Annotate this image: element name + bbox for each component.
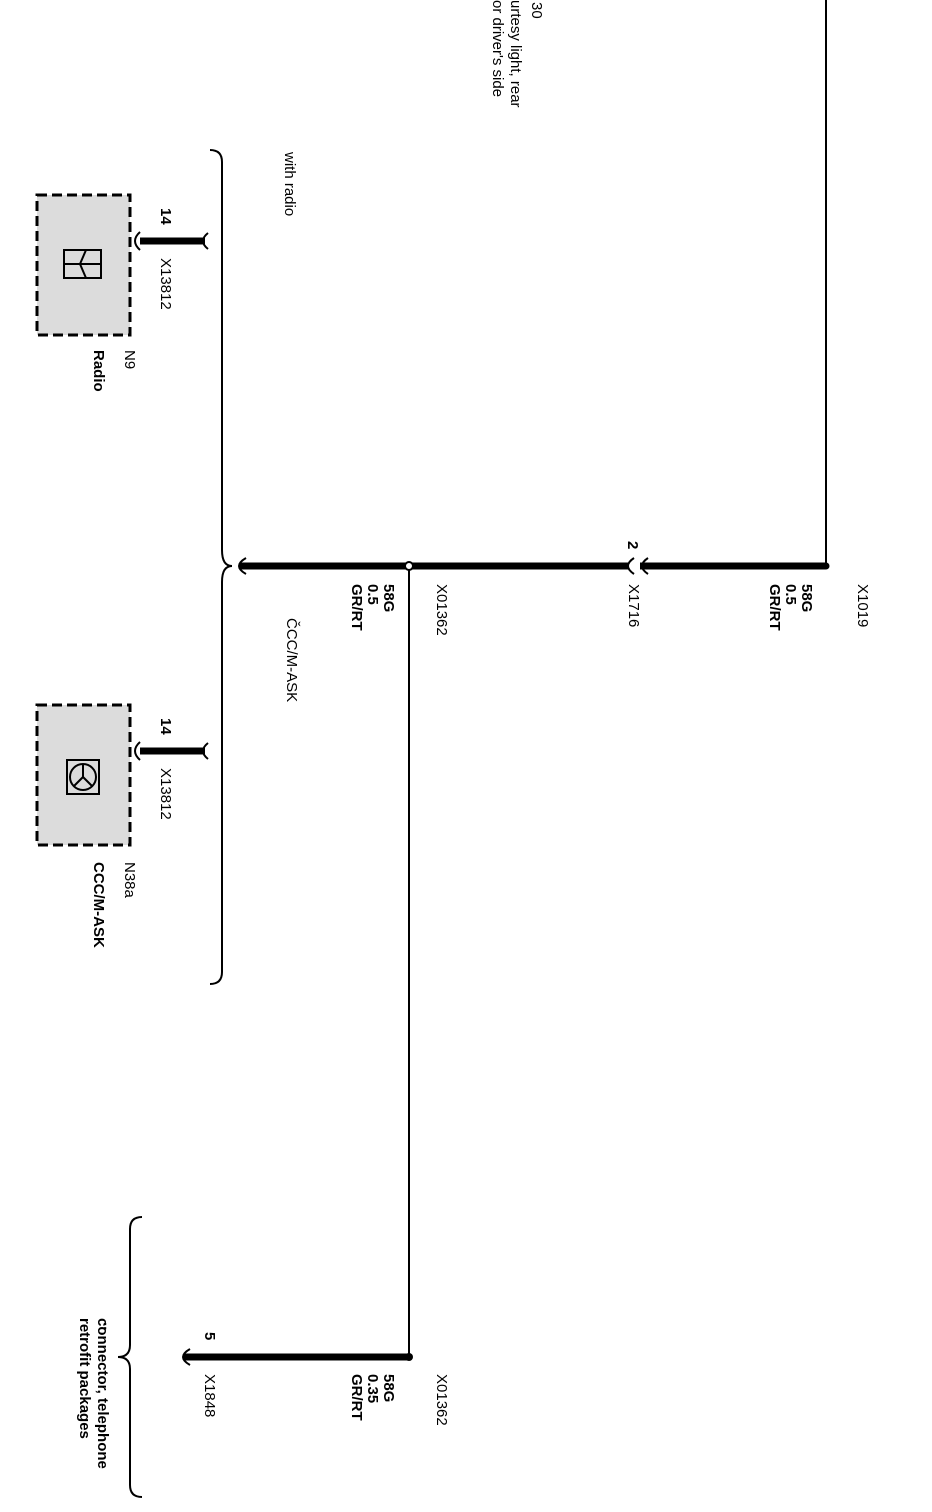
connector-x1716-symbol-2 [627, 557, 635, 575]
connector-radio-pin-symbol [134, 231, 141, 251]
radio-icon [63, 249, 102, 279]
wire-upper-right-size: 0.5 [782, 584, 799, 605]
telephone-bracket [117, 1216, 143, 1498]
connector-x01362-lower-label: X01362 [433, 1374, 450, 1426]
telephone-note-line2: retrofit packages [76, 1318, 93, 1439]
connector-x1716-symbol [641, 557, 649, 575]
connector-cccm-pin-symbol [134, 741, 141, 761]
wire-lower-color: GR/RT [348, 1374, 365, 1421]
wire-upper-mid-color: GR/RT [348, 584, 365, 631]
radio-component-name: Radio [90, 350, 107, 392]
cccm-component-name: CCC/M-ASK [90, 862, 107, 948]
cccm-component-id: N38a [121, 862, 138, 899]
cccm-option-label: ČCC/M-ASK [283, 618, 300, 702]
connector-x1848-label: X1848 [201, 1374, 218, 1417]
top-note-line1: urtesy light, rear [507, 0, 524, 108]
wire-upper-right-color: GR/RT [766, 584, 783, 631]
telephone-note-line1: connector, telephone [94, 1318, 111, 1469]
connector-x13812-cccm-label: X13812 [157, 768, 174, 820]
wire-upper-mid-size: 0.5 [364, 584, 381, 605]
splice-x01362-upper [404, 561, 414, 571]
top-note-line2: or driver's side [489, 0, 506, 97]
connector-x1848-pin: 5 [201, 1332, 218, 1340]
wire-lower-code: 58G [380, 1374, 397, 1402]
connector-x13812-cccm-pin: 14 [157, 718, 174, 735]
connector-bracket-symbol [238, 557, 247, 575]
connector-x1019-label: X1019 [854, 584, 871, 627]
top-note-pin: 30 [528, 2, 545, 19]
wire-upper-right-code: 58G [798, 584, 815, 612]
connector-x13812-radio-label: X13812 [157, 258, 174, 310]
wire-lower-size: 0.35 [364, 1374, 381, 1403]
connector-x1716-pin: 2 [624, 541, 641, 549]
cccm-icon [66, 759, 100, 795]
telephone-note-symbol: .. [100, 1322, 117, 1330]
option-bracket [209, 149, 233, 985]
connector-x01362-upper-label: X01362 [433, 584, 450, 636]
radio-component-id: N9 [121, 350, 138, 369]
connector-cccm-symbol [202, 742, 209, 760]
wire-upper-mid-code: 58G [380, 584, 397, 612]
with-radio-label: with radio [281, 151, 298, 216]
connector-x13812-radio-pin: 14 [157, 208, 174, 225]
connector-radio-symbol [202, 232, 209, 250]
connector-x1848-symbol [182, 1348, 191, 1366]
connector-x1716-label: X1716 [625, 584, 642, 627]
